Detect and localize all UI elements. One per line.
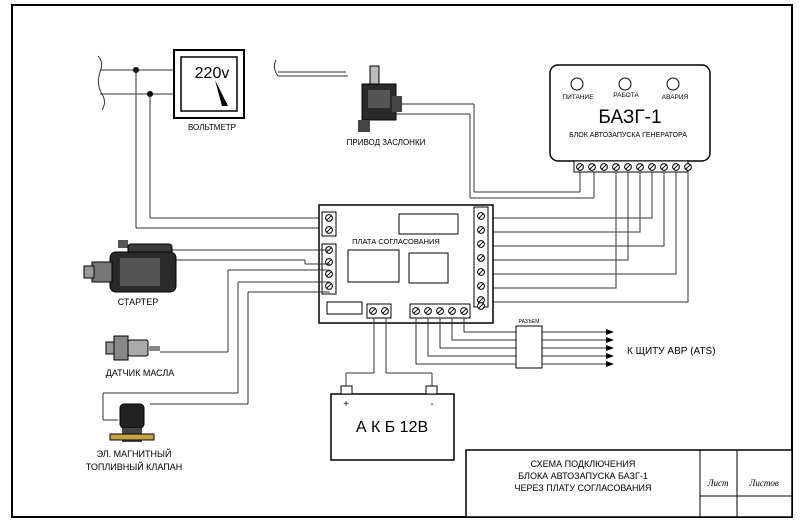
led-work-icon xyxy=(618,77,632,91)
battery: + - А К Б 12В xyxy=(330,385,455,461)
controller-wire xyxy=(488,172,617,289)
damper-drive: ПРИВОД ЗАСЛОНКИ xyxy=(273,59,474,147)
sheets-label: Листов xyxy=(748,478,779,488)
controller-wire xyxy=(488,172,665,247)
controller-wire xyxy=(488,172,689,303)
ats-wire xyxy=(427,318,520,357)
arrow-right-icon xyxy=(606,353,614,359)
voltmeter: 220v ВОЛЬТМЕТР xyxy=(173,49,245,132)
oil-sensor: ДАТЧИК МАСЛА xyxy=(105,335,175,378)
controller-wire xyxy=(488,172,653,219)
arrow-right-icon xyxy=(606,329,614,335)
matching-board: ПЛАТА СОГЛАСОВАНИЯ xyxy=(318,204,494,324)
controller-wire xyxy=(488,172,641,233)
damper-wires xyxy=(469,104,595,199)
page-frame xyxy=(11,4,793,518)
led-work-label: РАБОТА xyxy=(613,92,639,99)
title-line-2: БЛОКА АВТОЗАПУСКА БАЗГ-1 xyxy=(518,471,648,481)
title-line-1: СХЕМА ПОДКЛЮЧЕНИЯ xyxy=(531,459,636,469)
arrow-right-icon xyxy=(606,361,614,367)
ats-wire xyxy=(451,318,520,341)
voltmeter-label: ВОЛЬТМЕТР xyxy=(188,123,236,132)
connector-body xyxy=(515,325,543,369)
starter-label: СТАРТЕР xyxy=(118,297,159,307)
sheet-label: Лист xyxy=(706,478,729,488)
controller-bazg1: ПИТАНИЕ РАБОТА АВАРИЯ БАЗГ-1 БЛОК АВТОЗА… xyxy=(549,64,711,173)
controller-board-wires xyxy=(488,172,689,303)
ats-wire xyxy=(463,318,520,333)
voltmeter-value: 220v xyxy=(195,65,230,82)
led-power-label: ПИТАНИЕ xyxy=(562,94,594,101)
battery-label: А К Б 12В xyxy=(356,419,428,436)
damper-drive-label: ПРИВОД ЗАСЛОНКИ xyxy=(347,138,426,147)
board-label: ПЛАТА СОГЛАСОВАНИЯ xyxy=(352,237,440,246)
title-block: СХЕМА ПОДКЛЮЧЕНИЯ БЛОКА АВТОЗАПУСКА БАЗГ… xyxy=(465,449,793,518)
title-line-3: ЧЕРЕЗ ПЛАТУ СОГЛАСОВАНИЯ xyxy=(515,483,652,493)
controller-terminals xyxy=(576,163,692,171)
battery-plus: + xyxy=(343,399,349,410)
battery-body xyxy=(330,393,455,461)
ats-wires xyxy=(415,318,614,367)
fuel-valve: ЭЛ. МАГНИТНЫЙ ТОПЛИВНЫЙ КЛАПАН xyxy=(86,403,182,472)
board-terminals xyxy=(325,212,485,315)
battery-minus: - xyxy=(430,399,433,410)
arrow-right-icon xyxy=(606,337,614,343)
fuel-valve-label-2: ТОПЛИВНЫЙ КЛАПАН xyxy=(86,461,182,472)
ats-label: К ЩИТУ АВР (ATS) xyxy=(627,346,716,357)
device-wires xyxy=(102,249,330,421)
voltmeter-needle xyxy=(215,80,228,106)
oil-sensor-label: ДАТЧИК МАСЛА xyxy=(106,368,175,378)
connector: РАЗЪЕМ xyxy=(515,319,543,369)
controller-title: БАЗГ-1 xyxy=(598,107,661,128)
arrow-right-icon xyxy=(606,345,614,351)
led-alarm-icon xyxy=(666,77,680,91)
led-power-icon xyxy=(570,77,584,91)
battery-wires xyxy=(345,318,433,388)
ats-wire xyxy=(415,318,520,365)
ats-wire xyxy=(439,318,520,349)
controller-wire xyxy=(488,172,629,261)
led-alarm-label: АВАРИЯ xyxy=(662,94,689,101)
connector-label: РАЗЪЕМ xyxy=(519,319,540,325)
mains-lines xyxy=(97,55,330,229)
controller-subtitle: БЛОК АВТОЗАПУСКА ГЕНЕРАТОРА xyxy=(569,132,687,139)
fuel-valve-label-1: ЭЛ. МАГНИТНЫЙ xyxy=(97,448,172,459)
controller-wire xyxy=(488,172,677,275)
starter: СТАРТЕР xyxy=(83,240,177,307)
